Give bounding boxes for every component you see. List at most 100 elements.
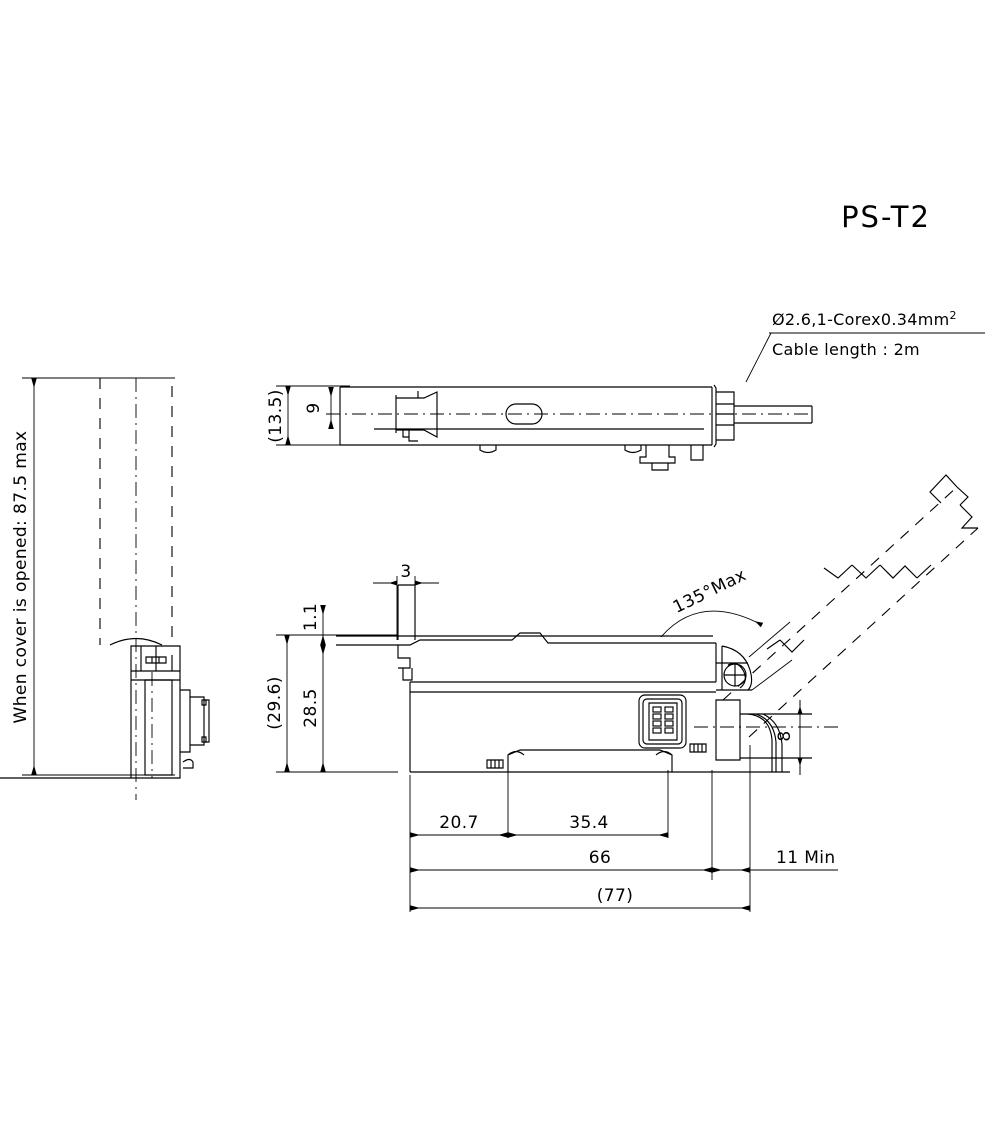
dimension-label-11-min: 11 Min: [776, 848, 836, 868]
mounting-foot-outline: [507, 749, 673, 762]
side-elevation-view: When cover is opened: 87.5 max: [0, 377, 210, 800]
connector-body: [190, 696, 205, 746]
hinge-leader-b: [751, 659, 793, 691]
cover-tip-detail-a: [929, 474, 958, 504]
underside-boss-group: [639, 445, 704, 471]
cable-spec-label: Ø2.6,1-Corex0.34mm2: [772, 309, 957, 329]
dimension-cover-open-height: When cover is opened: 87.5 max: [11, 377, 175, 776]
dimension-66: 66: [410, 848, 712, 873]
page-title: PS-T2: [841, 200, 931, 234]
dimension-label-77: (77): [597, 886, 634, 906]
dimension-body-width-9: 9: [304, 387, 334, 429]
latch-detail-group: [395, 391, 438, 442]
body-outline: [130, 645, 181, 779]
drawing-title-group: PS-T2: [841, 200, 931, 234]
connector-pin-top: [201, 699, 207, 706]
latch-nub-small: [402, 430, 409, 438]
open-cover-phantom-group: [722, 474, 979, 738]
dimension-body-height-28-5: 28.5: [301, 645, 326, 772]
cover-mid-detail-b: [916, 564, 932, 579]
main-body-outline: [336, 584, 838, 773]
foot-corner-right: [655, 750, 673, 756]
dimension-label-9: 9: [304, 402, 324, 413]
dimension-label-8: 8: [775, 730, 795, 741]
cable-gland-group: [716, 391, 813, 441]
cover-tip-detail-c: [959, 504, 978, 529]
pin-r3c1: [652, 720, 662, 727]
dimension-label-66: 66: [589, 848, 611, 868]
boss-outline: [639, 445, 676, 464]
connector-recess: [648, 702, 678, 741]
pin-r1c2: [664, 706, 674, 713]
connector-pin-bottom: [201, 736, 207, 743]
hatch-marks-group: [486, 743, 707, 769]
dimension-11-min: 11 Min: [712, 848, 838, 873]
angle-arc: [660, 610, 764, 638]
dimension-tab-width-3: 3: [373, 562, 439, 640]
pin-r4c2: [664, 727, 674, 734]
leader-line: [745, 332, 772, 383]
dimension-overall-width-ref: (13.5): [266, 385, 350, 446]
connector-tip: [204, 699, 210, 743]
cover-profile-line: [336, 632, 716, 646]
hinge-bracket-vert: [715, 699, 741, 761]
pin-r4c1: [652, 727, 662, 734]
bracket-bend-mid: [755, 713, 777, 772]
left-nub: [402, 668, 413, 681]
phantom-cover-upper-edge: [722, 486, 958, 701]
connector-frame-inner: [642, 698, 683, 745]
cover-lower-detail-b: [766, 639, 781, 650]
tab-b: [624, 445, 642, 454]
dimension-77-ref: (77): [410, 886, 750, 911]
top-view-body: [326, 384, 813, 471]
cable-spec-superscript: 2: [950, 309, 957, 322]
boss-stem: [651, 463, 669, 471]
cable-callout-group: Ø2.6,1-Corex0.34mm2 Cable length : 2m: [745, 309, 985, 383]
angle-label-135-max: 135°Max: [670, 565, 750, 618]
cover-mid-detail-c: [851, 564, 881, 579]
hatch-block-right: [689, 743, 707, 753]
inner-panel: [144, 679, 173, 776]
top-arc: [109, 637, 163, 646]
mount-detail: [182, 758, 194, 769]
phantom-cover-outline: [100, 377, 173, 645]
phantom-cover-lower-edge: [748, 527, 979, 738]
angle-annotation-group: 135°Max: [660, 565, 764, 638]
dimension-35-4: 35.4: [508, 813, 668, 838]
dimension-label-1-1: 1.1: [301, 603, 321, 631]
dimension-label-13-5: (13.5): [266, 389, 286, 443]
bracket-bend-outer: [747, 713, 773, 772]
oval-slot: [505, 403, 543, 425]
dimension-label-20-7: 20.7: [439, 813, 478, 833]
pin-r2c2: [664, 713, 674, 720]
pin-r3c2: [664, 720, 674, 727]
horizontal-dimension-chain: 20.7 35.4 66 11 Min (77): [409, 745, 838, 912]
pin-r1c1: [652, 706, 662, 713]
right-cap: [713, 384, 717, 448]
latch-outline: [396, 391, 438, 438]
bottom-tabs-group: [479, 445, 642, 454]
cable-length-label: Cable length : 2m: [772, 340, 920, 359]
foot-corner-left: [507, 750, 525, 756]
cover-tip-detail-b: [956, 486, 969, 506]
boss-side: [690, 445, 704, 461]
hinge-curve-outer: [721, 645, 753, 691]
dimension-label-3: 3: [400, 562, 411, 582]
pin-r2c1: [652, 713, 662, 720]
connector-window-group: [638, 694, 687, 749]
hatch-block-left: [486, 759, 504, 769]
dimension-overall-height-ref: (29.6): [265, 634, 398, 773]
connector-housing: [180, 689, 191, 753]
bracket-bend-inner: [762, 713, 783, 772]
latch-nub-bottom: [408, 430, 418, 442]
hinge-leader-a: [748, 621, 791, 658]
cover-mid-detail-d: [823, 564, 853, 579]
top-plan-view: (13.5) 9: [266, 384, 813, 471]
connector-pin-grid: [652, 706, 674, 734]
dimension-20-7: 20.7: [410, 813, 508, 838]
gland-body: [716, 391, 735, 441]
dimension-lip-height-1-1: 1.1: [301, 603, 326, 645]
tab-a: [479, 445, 497, 454]
